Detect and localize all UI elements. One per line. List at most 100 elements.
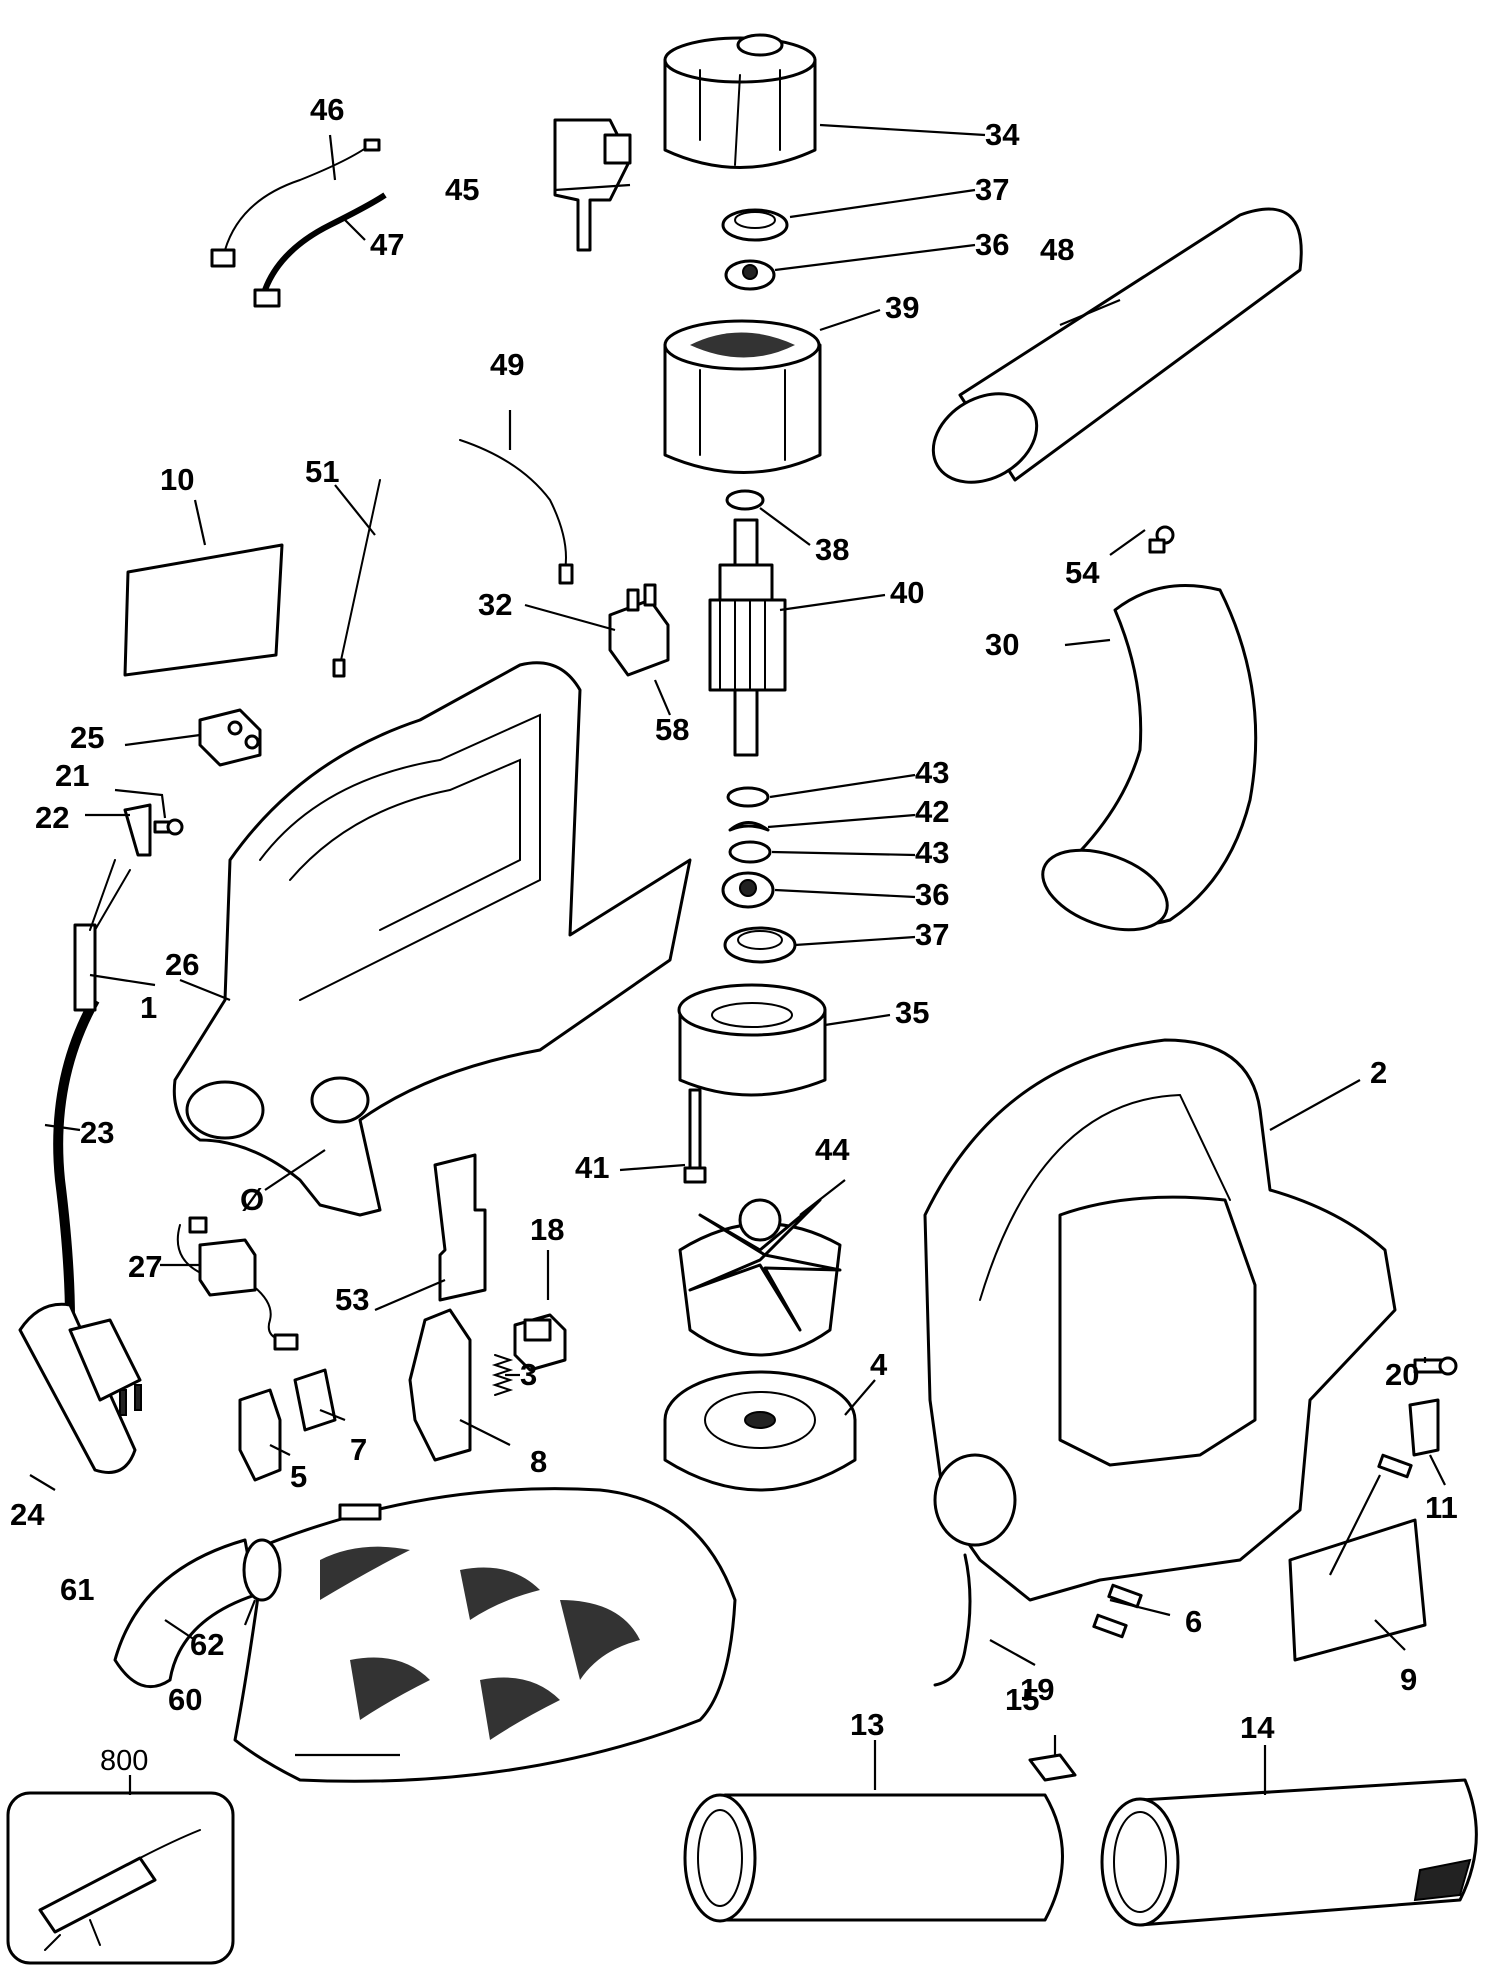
callout-10: 10 xyxy=(160,462,194,497)
part-39-field-coil xyxy=(663,319,822,474)
plug xyxy=(68,1318,142,1416)
part-48-tube xyxy=(931,207,1303,484)
callout-23: 23 xyxy=(80,1115,114,1150)
callout-25: 25 xyxy=(70,720,104,755)
callout-3: 3 xyxy=(520,1357,537,1392)
part-19-wire xyxy=(933,1553,972,1687)
part-32-capacitor xyxy=(608,583,670,677)
callout-6: 6 xyxy=(1185,1604,1202,1639)
callout-20: 20 xyxy=(1385,1357,1419,1392)
part-3-spring xyxy=(491,1354,514,1396)
part-27-filter xyxy=(176,1216,299,1351)
callout-45: 45 xyxy=(445,172,479,207)
callout-32: 32 xyxy=(478,587,512,622)
callout-0: Ø xyxy=(240,1182,264,1217)
part-20-screw xyxy=(1413,1356,1458,1376)
part-43-washer-top xyxy=(726,786,770,808)
callout-48: 48 xyxy=(1040,232,1074,267)
part-15-sticker xyxy=(1028,1753,1077,1782)
callout-37-bottom: 37 xyxy=(915,917,949,952)
callout-37-top: 37 xyxy=(975,172,1009,207)
callout-43-top: 43 xyxy=(915,755,949,790)
part-13-tube xyxy=(683,1793,1064,1923)
part-51-wire xyxy=(332,479,381,678)
callout-41: 41 xyxy=(575,1150,609,1185)
callout-43-bottom: 43 xyxy=(915,835,949,870)
part-37-bearing-top xyxy=(721,208,789,242)
part-47-wire xyxy=(253,192,387,308)
part-24-plug-cover xyxy=(18,1302,137,1474)
part-6-screws xyxy=(1092,1453,1413,1639)
callout-60: 60 xyxy=(168,1682,202,1717)
part-18-switch xyxy=(513,1313,567,1372)
part-1-housing-half xyxy=(172,661,692,1217)
callout-19: 19 xyxy=(1020,1672,1054,1707)
part-7-cover xyxy=(293,1368,337,1432)
callout-62: 62 xyxy=(190,1627,224,1662)
part-49-wire xyxy=(459,439,574,585)
callout-30: 30 xyxy=(985,627,1019,662)
part-22-bracket xyxy=(123,803,152,857)
callout-8: 8 xyxy=(530,1444,547,1479)
part-38-washer xyxy=(725,489,765,511)
callout-21: 21 xyxy=(55,758,89,793)
part-4-fan-cover xyxy=(663,1370,857,1492)
part-61-elbow xyxy=(113,1538,257,1689)
callout-4: 4 xyxy=(870,1347,888,1382)
callout-54: 54 xyxy=(1065,555,1100,590)
part-53-plate xyxy=(433,1153,487,1302)
callout-800: 800 xyxy=(100,1745,148,1777)
part-8-trigger xyxy=(408,1308,472,1462)
leader-lines xyxy=(29,123,1446,1795)
part-37-bearing-bottom xyxy=(723,926,797,964)
part-40-armature xyxy=(708,518,787,757)
part-21-screw xyxy=(153,818,184,836)
part-62-ring xyxy=(242,1538,282,1602)
callout-9: 9 xyxy=(1400,1662,1417,1697)
callout-24: 24 xyxy=(10,1497,45,1532)
part-10-label xyxy=(123,543,284,677)
callout-44: 44 xyxy=(815,1132,850,1167)
callout-38: 38 xyxy=(815,532,849,567)
callout-51: 51 xyxy=(305,454,339,489)
callout-15: 15 xyxy=(1005,1682,1039,1717)
part-35-motor-base xyxy=(677,983,827,1097)
kit-800-inset xyxy=(6,1791,235,1965)
callout-26: 26 xyxy=(165,947,199,982)
callout-labels: 34 37 36 39 38 40 43 42 43 36 37 35 41 4… xyxy=(10,92,1458,1777)
part-30-elbow xyxy=(1041,584,1258,932)
callout-13: 13 xyxy=(850,1707,884,1742)
callout-11: 11 xyxy=(1425,1490,1458,1525)
part-14-tube xyxy=(1100,1778,1478,1927)
callout-53: 53 xyxy=(335,1282,369,1317)
part-25-connector xyxy=(198,708,262,767)
callout-61: 61 xyxy=(60,1572,94,1607)
callout-58: 58 xyxy=(655,712,689,747)
part-5-switch xyxy=(238,1388,282,1482)
callout-7: 7 xyxy=(350,1432,367,1467)
callout-27: 27 xyxy=(128,1249,162,1284)
callout-47: 47 xyxy=(370,227,404,262)
part-42-clip xyxy=(728,821,770,832)
part-44-fan xyxy=(678,1198,842,1357)
callout-2: 2 xyxy=(1370,1055,1387,1090)
part-9-label xyxy=(1288,1518,1427,1662)
part-46-wire xyxy=(210,138,381,268)
part-11-label xyxy=(1408,1398,1440,1457)
part-34-end-cap xyxy=(663,33,817,169)
part-2-housing-half xyxy=(923,1038,1397,1602)
part-54-screw xyxy=(1148,525,1175,554)
callout-34: 34 xyxy=(985,117,1020,152)
callout-49: 49 xyxy=(490,347,524,382)
callout-40: 40 xyxy=(890,575,924,610)
callout-36-top: 36 xyxy=(975,227,1009,262)
callout-18: 18 xyxy=(530,1212,564,1247)
part-36-bearing-top xyxy=(724,259,776,291)
callout-5: 5 xyxy=(290,1459,307,1494)
callout-36-bottom: 36 xyxy=(915,877,949,912)
part-36-bearing-bottom xyxy=(721,871,775,909)
part-43-washer-bottom xyxy=(728,840,772,864)
callout-42: 42 xyxy=(915,794,949,829)
callout-14: 14 xyxy=(1240,1710,1275,1745)
